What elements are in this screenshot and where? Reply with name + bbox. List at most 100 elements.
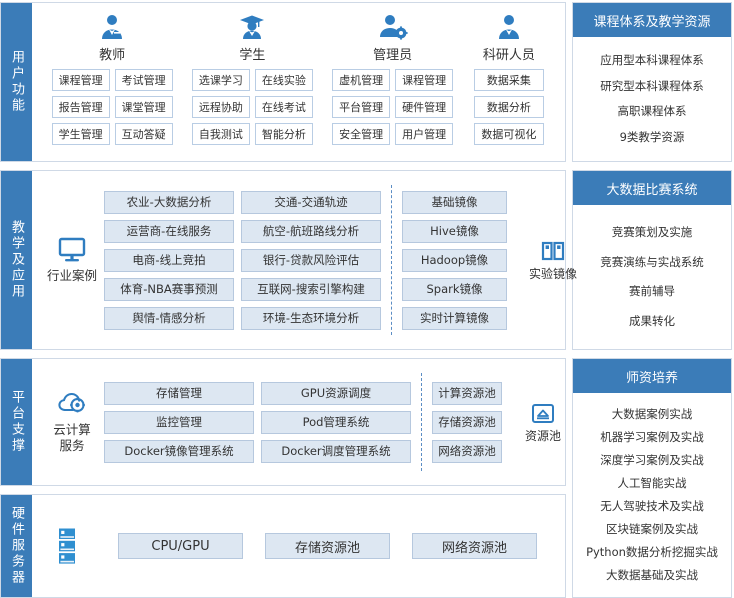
admin-icon bbox=[378, 11, 408, 41]
student-icon bbox=[238, 11, 266, 41]
pbox[interactable]: 虚机管理 bbox=[332, 69, 391, 91]
cbox[interactable]: 运营商-在线服务 bbox=[104, 219, 234, 243]
panel-item[interactable]: 深度学习案例及实战 bbox=[600, 453, 704, 468]
pbox[interactable]: 在线考试 bbox=[254, 96, 313, 118]
persona-name-student: 学生 bbox=[239, 48, 266, 63]
cbox[interactable]: 互联网-搜索引擎构建 bbox=[241, 277, 381, 301]
pbox[interactable]: 用户管理 bbox=[395, 123, 454, 145]
cbox[interactable]: Spark镜像 bbox=[402, 277, 507, 301]
teaching-col-1: 农业-大数据分析 运营商-在线服务 电商-线上竞拍 体育-NBA赛事预测 舆情-… bbox=[104, 190, 234, 330]
panel-item[interactable]: 赛前辅导 bbox=[629, 284, 675, 299]
panel-item[interactable]: 大数据案例实战 bbox=[611, 407, 693, 422]
pbox[interactable]: 选课学习 bbox=[191, 69, 250, 91]
panel-item[interactable]: 人工智能实战 bbox=[617, 476, 687, 490]
panel-item[interactable]: 成果转化 bbox=[629, 313, 675, 328]
left-column: 用户功能 教师 课程管理 考试管理 bbox=[0, 2, 577, 598]
panel-items-course-system: 应用型本科课程体系 研究型本科课程体系 高职课程体系 9类教学资源 bbox=[573, 37, 731, 161]
persona-researcher: 科研人员 数据采集 数据分析 数据可视化 bbox=[471, 11, 547, 145]
platform-col-3: 计算资源池 存储资源池 网络资源池 bbox=[432, 381, 502, 463]
persona-student: 学生 选课学习 在线实验 远程协助 在线考试 自我测试 智能分析 bbox=[190, 11, 314, 145]
pbox[interactable]: 学生管理 bbox=[51, 123, 110, 145]
persona-items-student: 选课学习 在线实验 远程协助 在线考试 自我测试 智能分析 bbox=[190, 69, 314, 145]
persona-name-admin: 管理员 bbox=[373, 48, 413, 63]
cbox[interactable]: Docker调度管理系统 bbox=[261, 439, 411, 463]
cbox[interactable]: 舆情-情感分析 bbox=[104, 306, 234, 330]
pbox[interactable]: 自我测试 bbox=[191, 123, 250, 145]
cbox[interactable]: 网络资源池 bbox=[432, 439, 502, 463]
panel-item[interactable]: 竞赛策划及实施 bbox=[611, 225, 693, 240]
panel-item[interactable]: 9类教学资源 bbox=[619, 129, 685, 144]
band-body-user-functions: 教师 课程管理 考试管理 报告管理 课堂管理 学生管理 互动答疑 bbox=[32, 3, 565, 161]
hbox[interactable]: 网络资源池 bbox=[412, 533, 537, 559]
group-label-resource-pool: 资源池 bbox=[524, 428, 561, 443]
cbox[interactable]: 监控管理 bbox=[104, 410, 254, 434]
band-tab-hardware-server: 硬件服务器 bbox=[1, 495, 32, 597]
pbox[interactable]: 考试管理 bbox=[114, 69, 173, 91]
cbox[interactable]: Docker镜像管理系统 bbox=[104, 439, 254, 463]
panel-item[interactable]: 研究型本科课程体系 bbox=[600, 78, 704, 93]
group-industry-cases: 行业案例 bbox=[40, 237, 104, 284]
panel-item[interactable]: Python数据分析挖掘实战 bbox=[586, 544, 718, 559]
group-label-cloud-service-line2: 服务 bbox=[59, 437, 85, 453]
pbox[interactable]: 远程协助 bbox=[191, 96, 250, 118]
cbox[interactable]: 航空-航班路线分析 bbox=[241, 219, 381, 243]
panel-item[interactable]: 高职课程体系 bbox=[617, 104, 687, 119]
cbox[interactable]: 体育-NBA赛事预测 bbox=[104, 277, 234, 301]
cbox[interactable]: Hadoop镜像 bbox=[402, 248, 507, 272]
panel-items-bigdata-competition: 竞赛策划及实施 竞赛演练与实战系统 赛前辅导 成果转化 bbox=[573, 205, 731, 349]
cbox[interactable]: GPU资源调度 bbox=[261, 381, 411, 405]
cbox[interactable]: 交通-交通轨迹 bbox=[241, 190, 381, 214]
panel-item[interactable]: 竞赛演练与实战系统 bbox=[600, 254, 704, 269]
band-teaching-application: 教学及应用 行业案例 农业-大数据分析 运营商-在线 bbox=[0, 170, 577, 350]
cbox[interactable]: Hive镜像 bbox=[402, 219, 507, 243]
pbox[interactable]: 平台管理 bbox=[332, 96, 391, 118]
cbox[interactable]: 存储资源池 bbox=[432, 410, 502, 434]
panel-item[interactable]: 无人驾驶技术及实战 bbox=[600, 498, 704, 513]
pbox[interactable]: 报告管理 bbox=[51, 96, 110, 118]
panel-item[interactable]: 应用型本科课程体系 bbox=[600, 53, 704, 68]
band-body-hardware-server: CPU/GPU 存储资源池 网络资源池 bbox=[32, 495, 565, 597]
pbox[interactable]: 在线实验 bbox=[254, 69, 313, 91]
platform-columns: 存储管理 监控管理 Docker镜像管理系统 GPU资源调度 Pod管理系统 D… bbox=[104, 381, 411, 463]
teaching-col-3: 基础镜像 Hive镜像 Hadoop镜像 Spark镜像 实时计算镜像 bbox=[402, 190, 507, 330]
pbox[interactable]: 硬件管理 bbox=[395, 96, 454, 118]
hbox[interactable]: 存储资源池 bbox=[265, 533, 390, 559]
researcher-icon bbox=[495, 11, 523, 41]
cbox[interactable]: 环境-生态环境分析 bbox=[241, 306, 381, 330]
panel-item[interactable]: 区块链案例及实战 bbox=[606, 521, 698, 536]
cbox[interactable]: 基础镜像 bbox=[402, 190, 507, 214]
pbox[interactable]: 安全管理 bbox=[332, 123, 391, 145]
vertical-dashed-divider bbox=[391, 185, 392, 335]
band-body-teaching-application: 行业案例 农业-大数据分析 运营商-在线服务 电商-线上竞拍 体育-NBA赛事预… bbox=[32, 171, 597, 349]
pbox[interactable]: 数据可视化 bbox=[473, 123, 544, 145]
panel-teacher-training: 师资培养 大数据案例实战 机器学习案例及实战 深度学习案例及实战 人工智能实战 … bbox=[572, 358, 732, 598]
band-user-functions: 用户功能 教师 课程管理 考试管理 bbox=[0, 2, 566, 162]
monitor-icon bbox=[57, 237, 87, 263]
hbox[interactable]: CPU/GPU bbox=[118, 533, 243, 559]
pbox[interactable]: 互动答疑 bbox=[114, 123, 173, 145]
cbox[interactable]: 计算资源池 bbox=[432, 381, 502, 405]
band-hardware-server: 硬件服务器 CPU/GPU 存储资源池 bbox=[0, 494, 566, 598]
cbox[interactable]: 农业-大数据分析 bbox=[104, 190, 234, 214]
pbox[interactable]: 数据采集 bbox=[473, 69, 544, 91]
pbox[interactable]: 智能分析 bbox=[254, 123, 313, 145]
persona-admin: 管理员 虚机管理 课程管理 平台管理 硬件管理 安全管理 用户管理 bbox=[331, 11, 455, 145]
pbox[interactable]: 数据分析 bbox=[473, 96, 544, 118]
cbox[interactable]: 电商-线上竞拍 bbox=[104, 248, 234, 272]
cbox[interactable]: 实时计算镜像 bbox=[402, 306, 507, 330]
cbox[interactable]: 存储管理 bbox=[104, 381, 254, 405]
pbox[interactable]: 课堂管理 bbox=[114, 96, 173, 118]
pbox[interactable]: 课程管理 bbox=[395, 69, 454, 91]
band-tab-teaching-application: 教学及应用 bbox=[1, 171, 32, 349]
teacher-icon bbox=[98, 11, 126, 41]
panel-item[interactable]: 大数据基础及实战 bbox=[606, 567, 698, 582]
cbox[interactable]: 银行-贷款风险评估 bbox=[241, 248, 381, 272]
vertical-dashed-divider bbox=[421, 373, 422, 471]
pbox[interactable]: 课程管理 bbox=[51, 69, 110, 91]
cbox[interactable]: Pod管理系统 bbox=[261, 410, 411, 434]
persona-items-admin: 虚机管理 课程管理 平台管理 硬件管理 安全管理 用户管理 bbox=[331, 69, 455, 145]
panel-bigdata-competition: 大数据比赛系统 竞赛策划及实施 竞赛演练与实战系统 赛前辅导 成果转化 bbox=[572, 170, 732, 350]
panel-item[interactable]: 机器学习案例及实战 bbox=[600, 430, 704, 445]
persona-name-researcher: 科研人员 bbox=[482, 48, 535, 63]
